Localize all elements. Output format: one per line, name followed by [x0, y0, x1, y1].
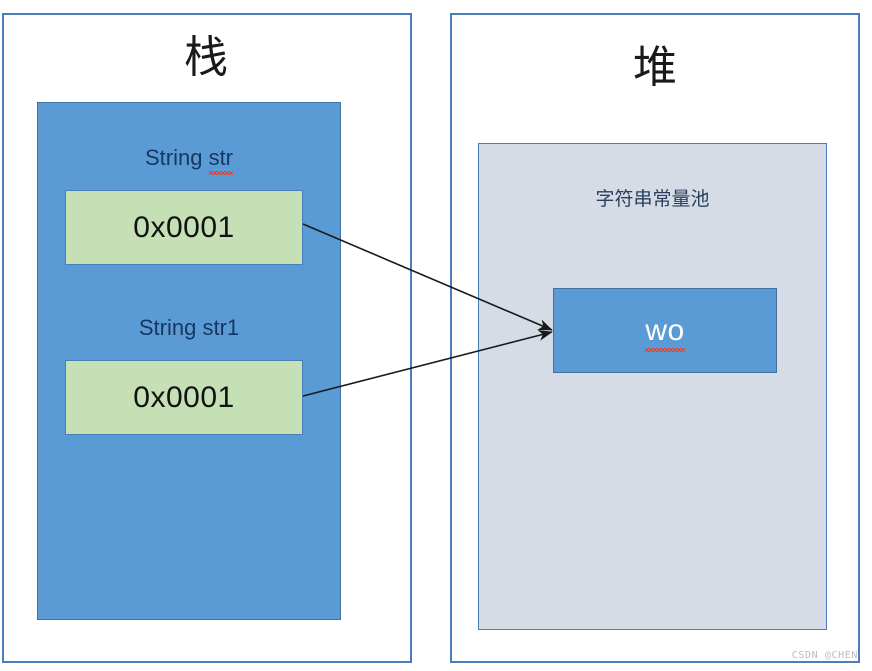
address-cell-str: 0x0001	[65, 190, 303, 265]
variable-label-str1: String str1	[37, 315, 341, 341]
variable-label-str1-prefix: String	[138, 315, 203, 340]
stack-panel-heading: 栈	[184, 32, 228, 83]
variable-label-str: String str	[37, 145, 341, 175]
watermark-text: CSDN @CHEN	[791, 650, 858, 661]
heap-panel-heading: 堆	[633, 42, 677, 93]
address-value-str: 0x0001	[133, 210, 235, 244]
variable-label-str-prefix: String	[144, 145, 209, 170]
pool-entry-value-wo: wo	[645, 313, 686, 352]
variable-label-str1-name: str1	[202, 315, 240, 340]
pool-entry-box-wo: wo	[553, 288, 777, 373]
string-constant-pool-block	[478, 143, 827, 630]
address-cell-str1: 0x0001	[65, 360, 303, 435]
string-constant-pool-label: 字符串常量池	[595, 188, 710, 210]
variable-label-str-name: str	[208, 145, 234, 175]
address-value-str1: 0x0001	[133, 380, 235, 414]
